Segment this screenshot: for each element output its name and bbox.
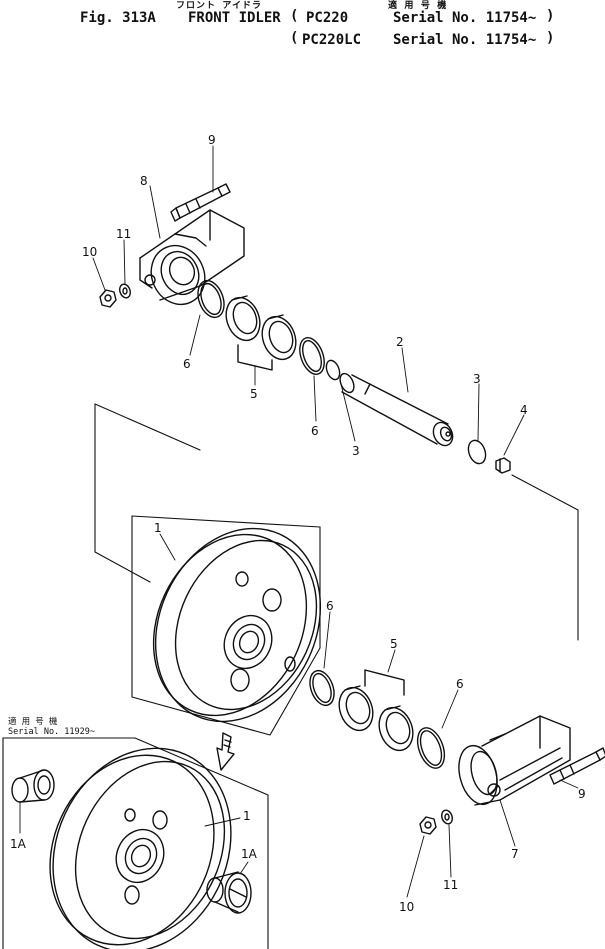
callout-4: 4	[520, 403, 528, 417]
figure-label: Fig. 313A	[80, 10, 156, 26]
idler-1-main	[131, 515, 322, 736]
o-ring-6-d-inner	[419, 730, 443, 766]
callout-1a-left: 1A	[10, 837, 27, 851]
jp-title: フロント アイドラ	[176, 1, 262, 11]
o-ring-3-a	[325, 359, 341, 381]
model-pc220: PC220	[306, 10, 349, 26]
floating-seal-5-top-2	[261, 314, 297, 361]
o-ring-6-d	[416, 727, 446, 769]
figure-title: FRONT IDLER	[188, 10, 281, 26]
callout-8: 8	[140, 174, 148, 188]
serial-pc220: Serial No. 11754~	[393, 10, 537, 26]
paren-open-1: (	[290, 8, 299, 24]
assembly-boundary-lines	[94, 403, 579, 641]
floating-seal-5-top-1	[225, 295, 261, 342]
callout-6-c: 6	[326, 599, 334, 613]
inset-frame	[2, 737, 269, 949]
callout-5-bottom: 5	[390, 637, 398, 651]
floating-seal-5-bottom-2	[378, 705, 414, 752]
floating-seal-5-bottom-1	[338, 685, 374, 732]
callout-2: 2	[396, 335, 404, 349]
paren-close-2: )	[546, 30, 555, 46]
inset-serial: Serial No. 11929~	[8, 727, 95, 737]
arrow-to-inset	[216, 732, 235, 771]
model-pc220lc: PC220LC	[302, 32, 362, 48]
spacer-1a-right	[206, 871, 252, 914]
callout-1-main: 1	[154, 521, 162, 535]
spacer-1a-left	[11, 769, 55, 803]
callout-11-top: 11	[116, 227, 131, 241]
callout-7: 7	[511, 847, 519, 861]
jp-models-label: 適 用 号 機	[388, 1, 448, 11]
washer-11-bottom	[441, 809, 453, 825]
bolt-9-top	[170, 183, 231, 222]
bracket-8-top	[139, 209, 245, 306]
idler-1-inset	[49, 747, 232, 949]
nut-10-bottom	[419, 816, 437, 835]
o-ring-6-b-inner	[302, 340, 322, 372]
callout-6-a: 6	[183, 357, 191, 371]
o-ring-6-c-inner	[312, 672, 332, 704]
shaft-2	[339, 372, 454, 447]
callout-1a-right: 1A	[241, 847, 258, 861]
callout-3-a: 3	[352, 444, 360, 458]
o-ring-6-a	[197, 279, 225, 319]
bracket-7-bottom	[458, 715, 571, 806]
callout-1-inset: 1	[243, 809, 251, 823]
serial-pc220lc: Serial No. 11754~	[393, 32, 537, 48]
paren-open-2: (	[290, 30, 299, 46]
bracket-5-bottom	[364, 669, 405, 696]
callout-11-bottom: 11	[443, 878, 458, 892]
nut-10-top	[99, 289, 117, 308]
plug-4	[495, 457, 511, 474]
o-ring-6-a-inner	[200, 282, 222, 316]
o-ring-6-c	[309, 669, 335, 707]
callout-10-top: 10	[82, 245, 97, 259]
inset-jp-label: 適 用 号 機	[8, 717, 58, 727]
o-ring-6-b	[299, 337, 325, 375]
paren-close-1: )	[546, 8, 555, 24]
callout-10-bottom: 10	[399, 900, 414, 914]
callout-9-top: 9	[208, 133, 216, 147]
callout-9-bottom: 9	[578, 787, 586, 801]
callout-3-b: 3	[473, 372, 481, 386]
leader-lines	[19, 145, 579, 898]
callout-6-b: 6	[311, 424, 319, 438]
callout-labels: 9 8 11 10 6 5 6 3 2 3 4 1 6 5 6 9 7 10 1…	[10, 133, 586, 914]
callout-6-d: 6	[456, 677, 464, 691]
washer-11-top	[119, 283, 131, 299]
callout-5-top: 5	[250, 387, 258, 401]
o-ring-3-b	[467, 439, 487, 465]
